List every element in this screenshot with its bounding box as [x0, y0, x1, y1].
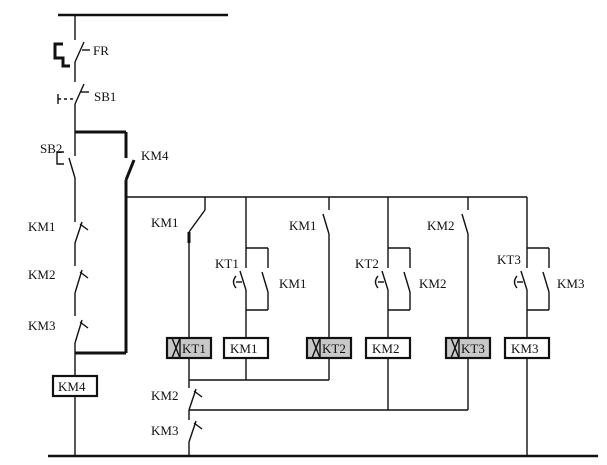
kt1-timed-contact: [232, 262, 247, 310]
sb1-stop-button: [57, 83, 89, 105]
km2-coil-label: KM2: [372, 341, 399, 356]
fr-thermal-contact: [53, 41, 90, 68]
km2-nc-bottom: [188, 388, 203, 411]
kt2-timer-coil: [305, 336, 353, 360]
km1-nc-branch1: [187, 209, 206, 243]
km4-contact-label: KM4: [141, 148, 169, 163]
km2-branch5-label: KM2: [427, 218, 454, 233]
km3-self-hold-contact: [542, 271, 550, 293]
km2-bottom-label: KM2: [151, 388, 178, 403]
km1-nc-left: [74, 221, 89, 244]
km1-coil-label: KM1: [230, 341, 257, 356]
km4-coil-label: KM4: [58, 379, 86, 394]
km3-bottom-label: KM3: [151, 423, 178, 438]
km4-hold-contact: [124, 159, 136, 181]
km3-self-label: KM3: [557, 276, 584, 291]
kt2-timed-contact: [374, 262, 389, 310]
sb1-label: SB1: [94, 89, 116, 104]
sb2-start-button: [56, 132, 76, 190]
kt2-contact-label: KT2: [355, 256, 379, 271]
kt3-timed-contact: [513, 262, 528, 310]
km2-no-branch5: [461, 213, 469, 235]
km2-self-hold-contact: [403, 271, 411, 293]
km1-branch1-label: KM1: [151, 215, 178, 230]
km3-coil-label: KM3: [511, 341, 538, 356]
sb2-label: SB2: [40, 141, 62, 156]
kt1-coil-label: KT1: [182, 341, 206, 356]
km2-left-label: KM2: [28, 267, 55, 282]
km2-self-label: KM2: [419, 276, 446, 291]
km1-left-label: KM1: [28, 219, 55, 234]
km2-nc-left: [74, 269, 89, 294]
km3-nc-left: [74, 319, 89, 344]
fr-label: FR: [93, 43, 109, 58]
km1-no-branch3: [322, 213, 330, 235]
kt3-coil-label: KT3: [461, 341, 485, 356]
kt3-contact-label: KT3: [497, 252, 521, 267]
km3-left-label: KM3: [28, 318, 55, 333]
km1-branch3-label: KM1: [289, 218, 316, 233]
km1-self-label: KM1: [279, 276, 306, 291]
km1-self-hold-contact: [261, 271, 269, 293]
kt1-contact-label: KT1: [215, 256, 239, 271]
km3-nc-bottom: [188, 420, 203, 443]
kt2-coil-label: KT2: [322, 341, 346, 356]
